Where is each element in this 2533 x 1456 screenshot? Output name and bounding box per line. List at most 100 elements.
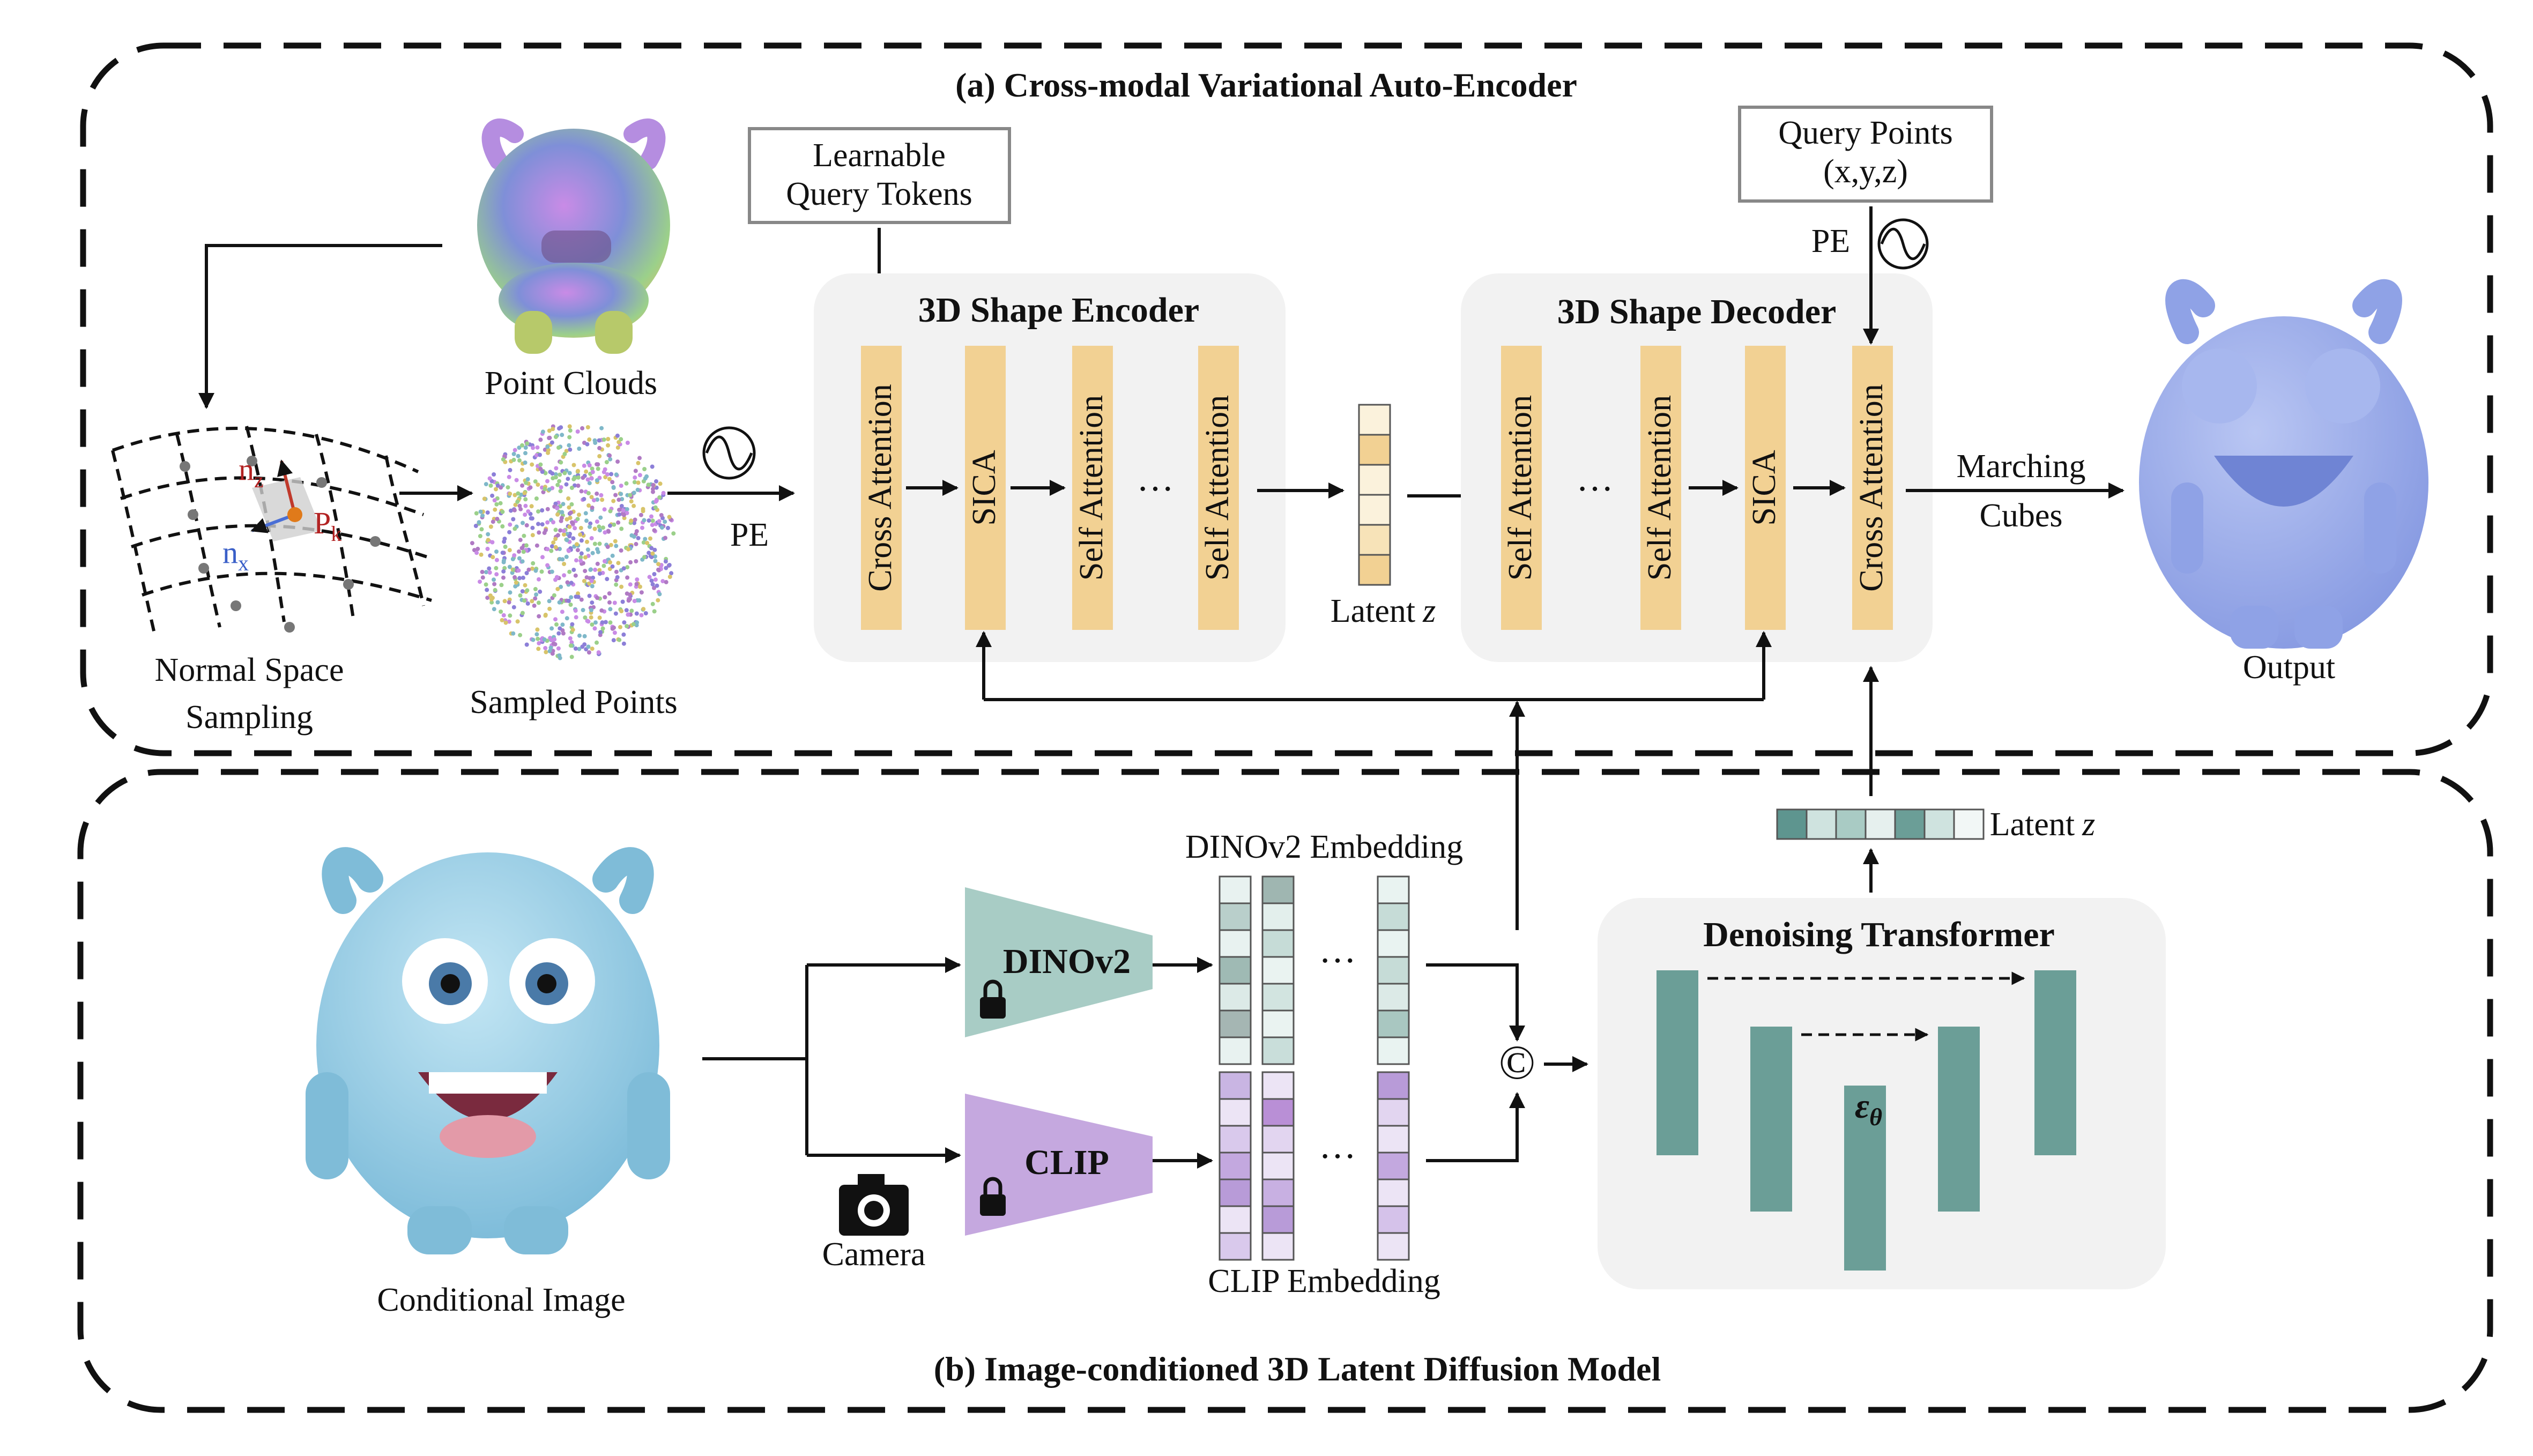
sample-point [536,509,540,514]
sample-point [588,521,593,526]
sample-point [599,426,604,430]
sample-point [595,478,599,482]
latent-z-cell [1358,494,1391,526]
sample-point [551,540,556,545]
sample-point [549,569,554,574]
sample-point [610,564,615,569]
sample-point [638,512,643,517]
sample-point [484,570,488,575]
sample-point [650,518,655,523]
sample-point [599,608,604,613]
conditional-image-label: Conditional Image [377,1282,625,1318]
sample-point [620,599,625,604]
sample-point [560,510,564,515]
sample-point [559,518,563,523]
sample-point [492,582,497,586]
sample-point [633,517,637,522]
sample-point [567,505,571,510]
sample-point [530,462,534,467]
sample-point [657,519,662,524]
dinov2-embedding-cell [1219,983,1252,1012]
sample-point [605,472,610,477]
sample-point [642,518,647,523]
sample-point [613,539,618,544]
sample-point [562,562,567,566]
sample-point [484,582,488,587]
sample-point [574,595,578,599]
sample-point [512,508,517,512]
dinov2-embedding-label: DINOv2 Embedding [1185,829,1463,865]
sample-point [659,513,664,517]
branch-line [702,965,808,1155]
sample-point [567,424,572,429]
sample-point [611,499,616,503]
sample-point [515,500,520,504]
sample-point [488,593,493,598]
latent-z-cell [1358,464,1391,496]
sample-point [586,650,591,655]
sample-point [582,642,587,647]
dinov2-ellipsis: ··· [1319,940,1356,982]
pk-label: Pk [314,506,341,546]
sample-point [655,583,659,588]
encoder-block-2 [965,346,1006,630]
sample-point [570,622,575,627]
clip-embedding-cell [1261,1205,1295,1234]
sample-point [596,650,601,655]
sample-point [634,582,639,586]
sample-point [530,599,534,604]
sample-point [641,607,646,612]
sample-point [614,569,619,574]
sample-point [663,559,668,564]
sample-point [560,622,565,627]
sample-point [603,620,608,625]
sample-point [555,482,560,487]
sample-point [523,512,528,517]
clip-embedding-cell [1261,1152,1295,1180]
sample-point [545,479,549,484]
sample-point [583,511,588,516]
sample-point [663,536,667,540]
sample-point [603,530,607,535]
sample-point [523,460,528,465]
query-points-box [1738,106,1993,203]
sample-point [621,641,626,646]
sample-point [568,636,573,641]
sample-point [632,503,636,508]
sample-point [653,559,658,563]
sample-point [652,572,657,576]
sample-point [643,611,648,615]
sample-point [575,517,580,522]
sample-point [543,447,547,452]
sample-point [512,553,517,558]
sample-point [476,546,480,551]
sample-point [586,644,591,649]
sample-point [492,472,496,477]
sample-point [667,563,672,567]
sample-point [606,529,611,533]
pe-wave-icon [702,426,756,480]
sample-point [577,647,582,651]
sample-point [626,547,630,552]
sample-point [625,565,630,570]
sample-point [538,452,542,457]
sample-point [582,578,586,583]
sample-point [619,437,623,442]
sample-point [656,567,660,572]
sample-point [501,560,506,564]
sample-point [522,491,527,495]
encoder-block-label-4: Self Attention [1199,395,1236,581]
dinov2-encoder [965,887,1153,1037]
sample-point [598,630,603,635]
sample-point [608,620,613,625]
sample-point [568,428,573,433]
sample-point [578,559,583,563]
sample-point [643,537,648,541]
sample-point [595,491,599,496]
sample-point [488,483,493,488]
dinov2-embedding-cell [1261,983,1295,1012]
sample-point [558,556,562,561]
